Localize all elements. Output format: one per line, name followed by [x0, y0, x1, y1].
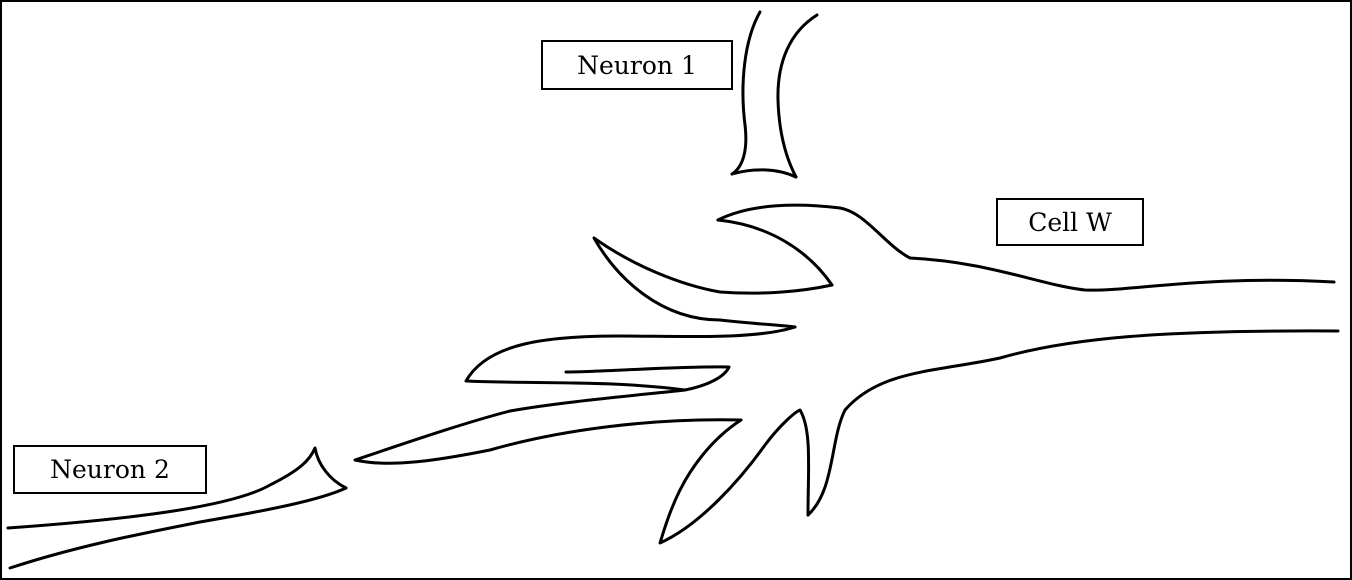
cell-w-axon: [808, 331, 1338, 515]
cell-w-lower-dendrite: [355, 390, 741, 463]
cell-w-label-text: Cell W: [1028, 208, 1112, 237]
cell-w-label: Cell W: [996, 198, 1144, 246]
cell-w-hook-inner: [718, 220, 832, 285]
neuron-2-label: Neuron 2: [13, 445, 207, 494]
neuron-1-label: Neuron 1: [541, 40, 733, 90]
cell-w-leaf-dendrite: [594, 238, 832, 327]
neuron-2-label-text: Neuron 2: [50, 455, 170, 484]
neuron-1-axon-terminal: [732, 12, 817, 177]
cell-w-bottom-dendrite: [660, 410, 809, 543]
cell-w-middle-dendrite: [466, 327, 795, 390]
neuron-1-label-text: Neuron 1: [577, 51, 697, 80]
